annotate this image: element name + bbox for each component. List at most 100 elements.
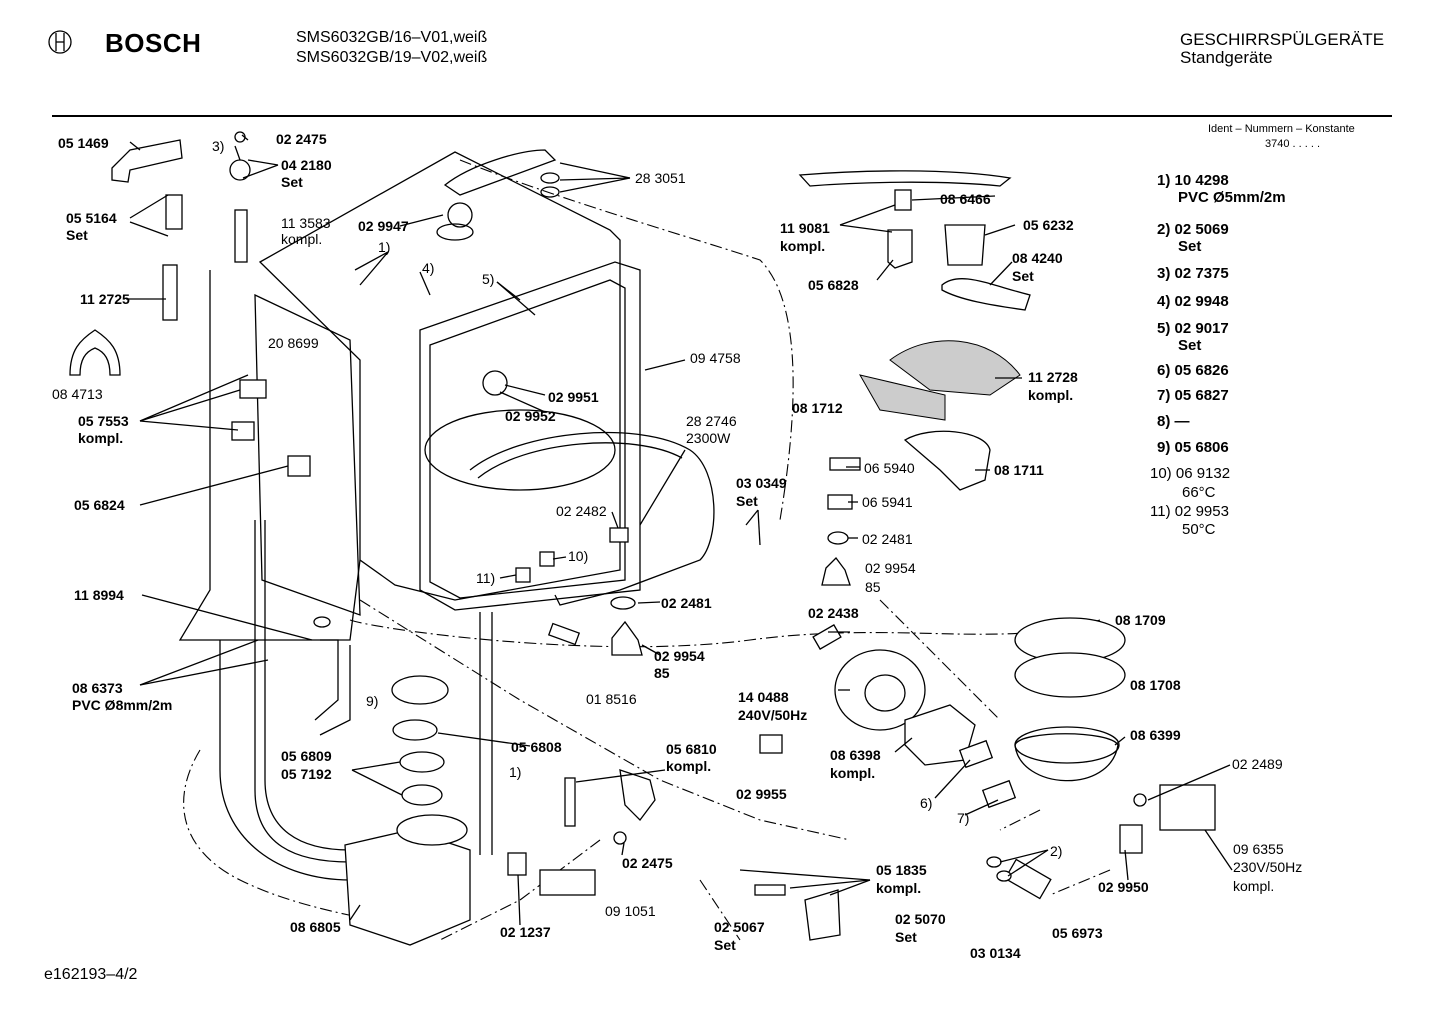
legend-3: 3) 02 7375	[1157, 265, 1229, 282]
basket-086399	[1014, 733, 1119, 782]
part-label: 05 5164	[66, 210, 117, 226]
legend-6: 6) 05 6826	[1157, 362, 1229, 379]
gasket-9	[392, 719, 438, 741]
part-label: 11 8994	[74, 587, 124, 603]
part-label: Set	[736, 493, 758, 509]
hose-bend-0568	[619, 769, 656, 821]
lock-084240	[941, 278, 1031, 311]
seal-ring	[540, 172, 560, 184]
hose-drain	[219, 640, 351, 881]
ident-value: 3740 . . . . .	[1265, 138, 1321, 150]
dash-link-5	[879, 599, 1001, 721]
legend-11-note: 50°C	[1182, 521, 1216, 538]
legend-10-note: 66°C	[1182, 484, 1216, 501]
part-label: kompl.	[830, 765, 876, 781]
heater-element-inner	[477, 442, 683, 479]
part-label: 7)	[957, 810, 970, 826]
drain-hose-end	[162, 264, 178, 321]
part-label: 08 6373	[72, 680, 123, 696]
part-label: 02 2438	[808, 605, 859, 621]
dash-link-8	[439, 839, 601, 941]
part-label: 08 6466	[940, 191, 991, 207]
sensor-rod	[564, 777, 576, 827]
ring-2a	[986, 856, 1002, 868]
category-title: GESCHIRRSPÜLGERÄTE	[1180, 30, 1385, 49]
subcategory-title: Standgeräte	[1180, 48, 1273, 67]
part-label: 5)	[482, 271, 495, 287]
holder-051835	[804, 889, 841, 941]
part-label: kompl.	[78, 430, 124, 446]
switch-021237	[507, 852, 527, 876]
valve-096355	[1159, 784, 1216, 831]
clamp-022475	[613, 831, 627, 845]
ident-title: Ident – Nummern – Konstante	[1208, 123, 1355, 135]
dash-link-3	[459, 159, 794, 521]
part-label: 03 0349	[736, 475, 787, 491]
part-label: 11 2725	[80, 291, 130, 307]
part-label: 09 4758	[690, 350, 741, 366]
legend-11: 11) 02 9953	[1150, 503, 1229, 520]
part-label: 05 1835	[876, 862, 927, 878]
bearing-029951	[482, 370, 508, 396]
part-label: 09 6355	[1233, 841, 1284, 857]
part-label: kompl.	[780, 238, 826, 254]
part-label: Set	[714, 937, 736, 953]
part-label: 02 5070	[895, 911, 946, 927]
heater-sensor	[754, 884, 786, 896]
basket-rim	[1014, 726, 1120, 764]
part-label: 08 6805	[290, 919, 341, 935]
part-label: 08 4240	[1012, 250, 1063, 266]
part-label: 10)	[568, 548, 589, 564]
part-label: 28 3051	[635, 170, 686, 186]
part-label: 03 0134	[970, 945, 1021, 961]
leader-lines	[126, 134, 1233, 926]
part-label: 08 1708	[1130, 677, 1181, 693]
gasket-056809	[399, 751, 445, 773]
part-label: Set	[1012, 268, 1034, 284]
part-label: 08 1712	[792, 400, 843, 416]
part-label: 08 6399	[1130, 727, 1181, 743]
tub-floor	[424, 409, 616, 491]
hose-run-left	[264, 520, 351, 851]
plug-022482	[609, 527, 629, 543]
part-label: 11 2728	[1028, 369, 1078, 385]
part-label: 05 6232	[1023, 217, 1074, 233]
part-label: 04 2180	[281, 157, 332, 173]
tub-inner	[429, 279, 626, 599]
part-label: 2300W	[686, 430, 731, 446]
part-label: 02 2482	[556, 503, 607, 519]
part-label: PVC Ø8mm/2m	[72, 697, 173, 713]
thermo-10	[539, 551, 555, 567]
part-label: 02 9952	[505, 408, 556, 424]
part-label: 11)	[476, 570, 496, 586]
part-label: 06 5940	[864, 460, 915, 476]
sieve-081712	[858, 374, 946, 421]
part-label: 230V/50Hz	[1233, 859, 1303, 875]
part-label: 05 6828	[808, 277, 859, 293]
model-line-1: SMS6032GB/16–V01,weiß	[296, 29, 488, 46]
part-label: 9)	[366, 693, 379, 709]
part-label: 85	[865, 579, 881, 595]
grommet-118994	[313, 616, 331, 628]
valve-body	[539, 869, 596, 896]
hub-056828	[887, 229, 913, 269]
part-label: 05 6810	[666, 741, 717, 757]
part-label: Set	[895, 929, 917, 945]
drawing-number: e162193–4/2	[44, 966, 138, 983]
part-label: 85	[654, 665, 670, 681]
ring-081708	[1014, 652, 1126, 698]
dash-link-9	[699, 879, 741, 941]
part-label: 05 6824	[74, 497, 125, 513]
pipe-056973	[1004, 858, 1052, 900]
part-label: 1)	[378, 239, 391, 255]
part-label: Set	[66, 227, 88, 243]
part-label: 02 9955	[736, 786, 787, 802]
hose-s-bend-2	[319, 645, 351, 736]
part-label: 02 9954	[865, 560, 916, 576]
handle-clip	[111, 139, 183, 183]
switch-057553b	[231, 421, 255, 441]
filter-cap	[391, 675, 449, 705]
part-label: 02 9954	[654, 648, 705, 664]
seal-022481b	[827, 531, 849, 545]
